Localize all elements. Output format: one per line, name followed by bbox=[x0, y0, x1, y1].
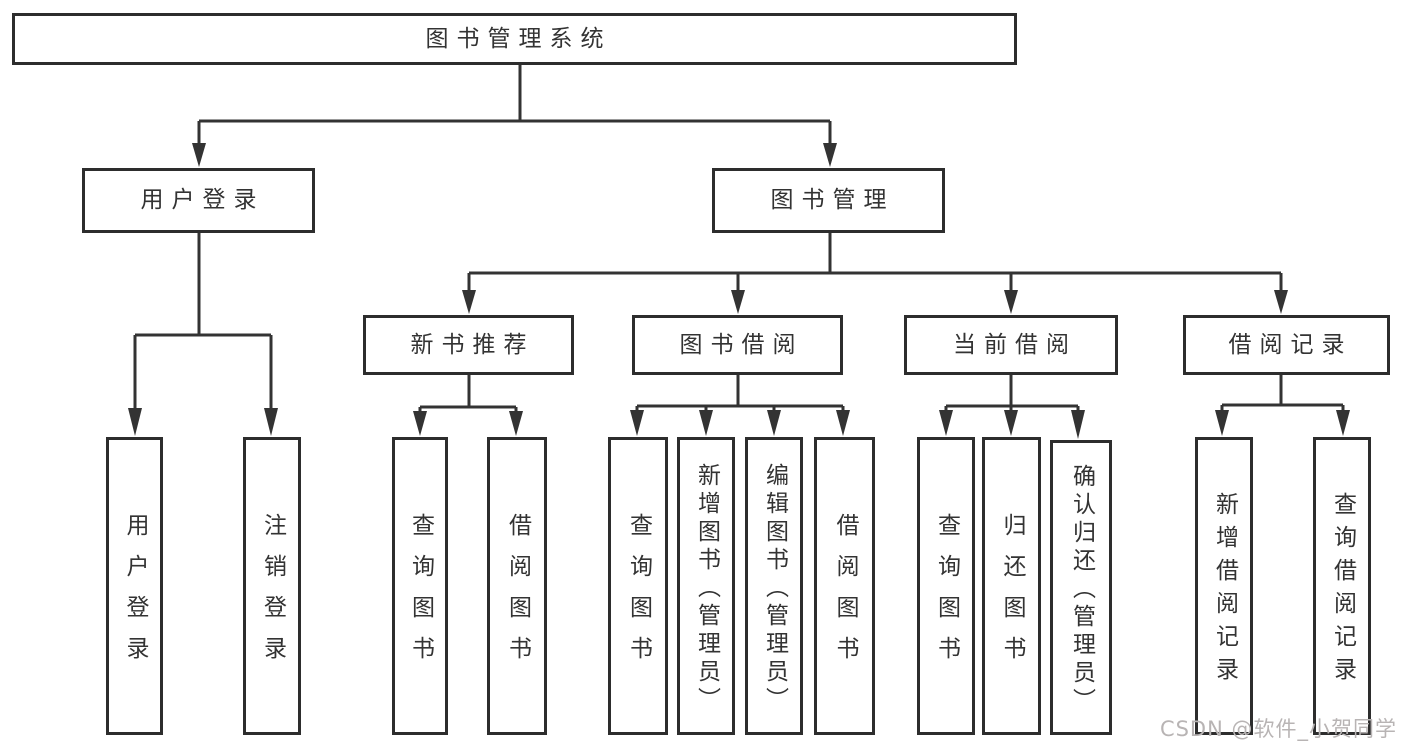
leaf-borrow-books: 借阅图书 bbox=[487, 437, 547, 735]
leaf-borrow-books: 借阅图书 bbox=[814, 437, 875, 735]
leaf-confirm-return-admin: 确认归还（管理员） bbox=[1050, 440, 1112, 735]
node-label: 注销登录 bbox=[259, 513, 286, 677]
node-user-login: 用户登录 bbox=[82, 168, 315, 233]
arrow-down-icon bbox=[462, 290, 476, 314]
leaf-return-books: 归还图书 bbox=[982, 437, 1041, 735]
csdn-watermark: CSDN @软件_小贺同学 bbox=[1159, 717, 1397, 741]
arrow-down-icon bbox=[1336, 410, 1350, 436]
node-label: 图书管理系统 bbox=[425, 25, 612, 52]
arrow-down-icon bbox=[767, 410, 781, 436]
arrow-down-icon bbox=[699, 410, 713, 436]
arrow-down-icon bbox=[836, 410, 850, 436]
leaf-logout: 注销登录 bbox=[243, 437, 301, 735]
node-label: 查询图书 bbox=[625, 513, 652, 677]
leaf-add-borrow-record: 新增借阅记录 bbox=[1195, 437, 1253, 735]
node-label: 编辑图书（管理员） bbox=[761, 462, 788, 715]
connector-root-to-level2 bbox=[192, 65, 837, 167]
node-label: 图书借阅 bbox=[679, 331, 804, 358]
connector-borrow-to-leaves bbox=[630, 375, 850, 436]
node-label: 查询借阅记录 bbox=[1329, 492, 1356, 690]
node-new-book-recommend: 新书推荐 bbox=[363, 315, 574, 375]
node-current-borrow: 当前借阅 bbox=[904, 315, 1118, 375]
arrow-down-icon bbox=[823, 143, 837, 167]
leaf-add-books-admin: 新增图书（管理员） bbox=[677, 437, 735, 735]
node-label: 新书推荐 bbox=[410, 331, 535, 358]
leaf-query-books: 查询图书 bbox=[608, 437, 668, 735]
node-book-borrow: 图书借阅 bbox=[632, 315, 843, 375]
arrow-down-icon bbox=[731, 290, 745, 314]
node-label: 查询图书 bbox=[407, 513, 434, 677]
arrow-down-icon bbox=[1004, 410, 1018, 436]
node-label: 归还图书 bbox=[999, 513, 1025, 677]
arrow-down-icon bbox=[1215, 410, 1229, 436]
arrow-down-icon bbox=[1274, 290, 1288, 314]
arrow-down-icon bbox=[1004, 290, 1018, 314]
connector-current-to-leaves bbox=[939, 375, 1085, 439]
node-label: 借阅图书 bbox=[832, 513, 858, 677]
arrow-down-icon bbox=[264, 408, 278, 436]
arrow-down-icon bbox=[1071, 410, 1085, 439]
connector-recommend-to-leaves bbox=[413, 375, 523, 436]
node-book-management-system: 图书管理系统 bbox=[12, 13, 1017, 65]
node-label: 新增图书（管理员） bbox=[693, 462, 720, 715]
connector-login-to-leaves bbox=[128, 233, 278, 436]
leaf-user-login: 用户登录 bbox=[106, 437, 163, 735]
connector-mgmt-to-level3 bbox=[462, 233, 1288, 314]
arrow-down-icon bbox=[630, 410, 644, 436]
node-label: 确认归还（管理员） bbox=[1068, 464, 1095, 716]
node-label: 当前借阅 bbox=[953, 331, 1077, 358]
arrow-down-icon bbox=[509, 411, 523, 436]
leaf-edit-books-admin: 编辑图书（管理员） bbox=[745, 437, 803, 735]
arrow-down-icon bbox=[192, 143, 206, 167]
arrow-down-icon bbox=[939, 410, 953, 436]
node-label: 用户登录 bbox=[122, 513, 148, 677]
node-label: 用户登录 bbox=[140, 187, 265, 213]
connector-records-to-leaves bbox=[1215, 375, 1350, 436]
node-label: 借阅记录 bbox=[1228, 331, 1353, 358]
leaf-query-books: 查询图书 bbox=[392, 437, 448, 735]
node-label: 新增借阅记录 bbox=[1211, 492, 1238, 690]
node-book-management: 图书管理 bbox=[712, 168, 945, 233]
arrow-down-icon bbox=[413, 411, 427, 436]
leaf-query-books: 查询图书 bbox=[917, 437, 975, 735]
node-borrow-records: 借阅记录 bbox=[1183, 315, 1390, 375]
node-label: 图书管理 bbox=[770, 187, 895, 213]
arrow-down-icon bbox=[128, 408, 142, 436]
node-label: 查询图书 bbox=[933, 513, 960, 677]
node-label: 借阅图书 bbox=[504, 513, 531, 677]
leaf-query-borrow-record: 查询借阅记录 bbox=[1313, 437, 1371, 735]
